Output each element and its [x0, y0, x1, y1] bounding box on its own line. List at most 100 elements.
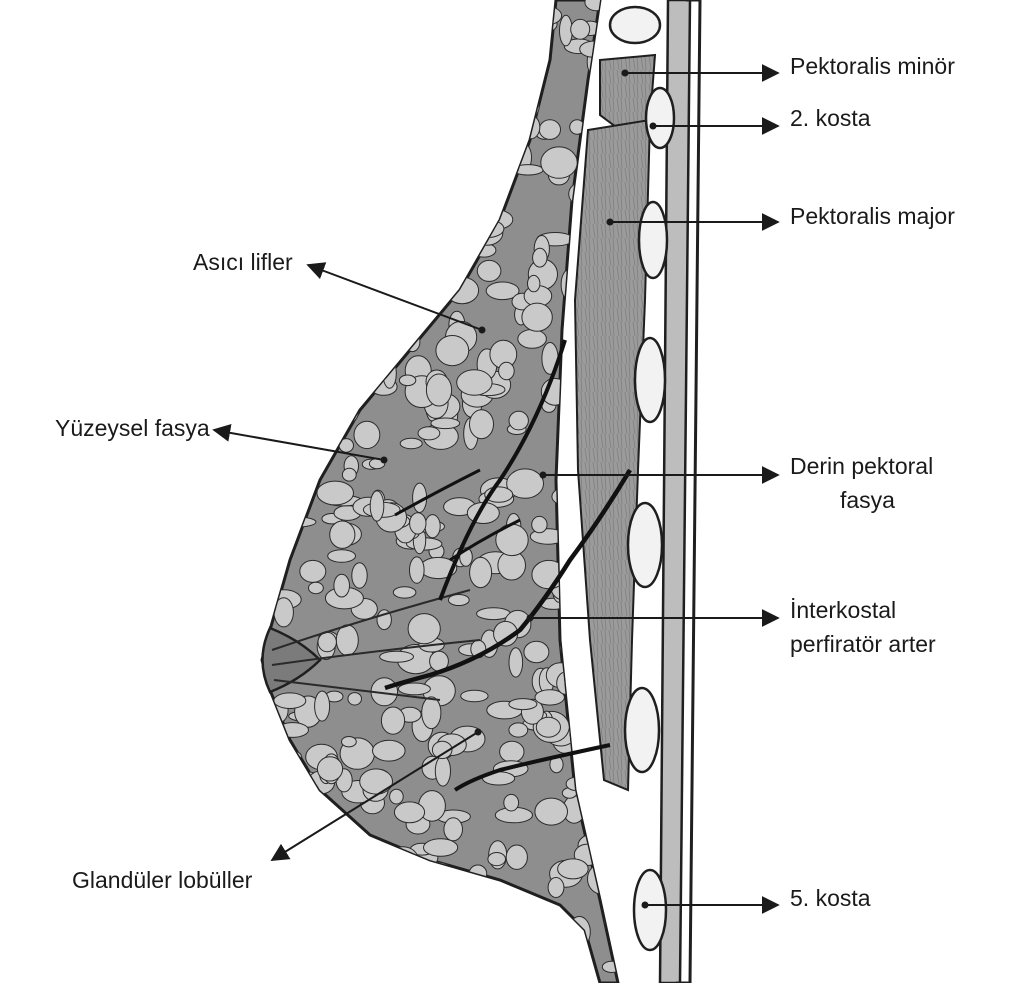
fat-lobule [491, 0, 510, 16]
fat-lobule [262, 298, 282, 311]
fat-lobule [460, 689, 489, 703]
fat-lobule [272, 189, 290, 205]
fat-lobule [603, 907, 618, 932]
fat-lobule [336, 866, 371, 879]
fat-lobule [499, 740, 525, 763]
fat-lobule [599, 870, 618, 886]
fat-lobule [469, 409, 494, 440]
fat-lobule [393, 801, 426, 824]
fat-lobule [423, 838, 459, 857]
fat-lobule [306, 895, 321, 917]
fat-lobule [307, 331, 345, 361]
fat-lobule [503, 793, 520, 812]
fat-lobule [359, 188, 373, 215]
fat-lobule [541, 959, 575, 976]
fat-lobule [472, 78, 497, 92]
fat-lobule [424, 0, 443, 24]
fat-lobule [399, 230, 423, 250]
fat-lobule [272, 46, 296, 69]
fat-lobule [291, 0, 325, 28]
fat-lobule [262, 392, 293, 418]
fat-lobule [299, 895, 337, 925]
fat-lobule [262, 473, 273, 485]
fat-lobule [400, 110, 421, 133]
fat-lobule [498, 361, 515, 381]
fat-lobule [276, 722, 309, 738]
fat-lobule [482, 943, 505, 962]
fat-lobule [523, 13, 547, 37]
fat-lobule [262, 322, 276, 346]
fat-lobule [443, 817, 464, 842]
fat-lobule [295, 278, 326, 306]
fat-lobule [313, 31, 329, 43]
fat-lobule [483, 67, 510, 84]
fat-lobule [280, 859, 296, 873]
fat-lobule [371, 13, 387, 41]
fat-lobule [396, 268, 410, 290]
fat-lobule [399, 882, 416, 904]
fat-lobule [508, 722, 529, 738]
fat-lobule [292, 312, 309, 333]
fat-lobule [439, 204, 456, 235]
fat-lobule [488, 144, 516, 167]
fat-lobule [262, 522, 287, 535]
fat-lobule [488, 0, 503, 16]
fat-lobule [262, 487, 273, 505]
fat-lobule [568, 583, 586, 612]
fat-lobule [329, 520, 356, 549]
fat-lobule [506, 92, 540, 121]
fat-lobule [262, 767, 295, 781]
fat-lobule [578, 732, 596, 749]
fat-lobule [445, 108, 474, 134]
fat-lobule [289, 890, 321, 924]
fat-lobule [282, 946, 315, 962]
fat-lobule [355, 882, 385, 903]
fat-lobule [396, 0, 425, 26]
fat-lobule [457, 120, 481, 137]
fat-lobule [286, 480, 311, 496]
fat-lobule [303, 153, 324, 176]
fat-lobule [482, 148, 517, 172]
fat-lobule [342, 926, 375, 945]
fat-lobule [310, 420, 330, 433]
fat-lobule [359, 975, 373, 983]
fat-lobule [338, 398, 360, 424]
fat-lobule [351, 562, 368, 589]
fat-lobule [369, 856, 403, 874]
fat-lobule [438, 108, 471, 127]
fat-lobule [262, 178, 280, 194]
lactiferous-ducts [271, 589, 481, 701]
fat-lobule [309, 960, 334, 978]
rib-cross-section [637, 200, 669, 280]
fat-lobule [333, 573, 351, 598]
fat-lobule [293, 883, 315, 914]
fat-lobule [345, 916, 363, 931]
fat-lobule [415, 215, 435, 237]
label-derin-pektoral-fasya-line2: fasya [840, 487, 895, 513]
fat-lobule [359, 768, 394, 795]
fat-lobule [597, 824, 614, 840]
fat-lobule [341, 467, 357, 482]
fat-lobule [359, 308, 397, 331]
fat-lobule [292, 180, 314, 194]
fat-lobule [290, 162, 325, 194]
fat-lobule [281, 132, 298, 151]
fat-lobule [508, 410, 529, 431]
fat-lobule [467, 909, 484, 940]
fat-lobule [437, 253, 464, 271]
fat-lobule [601, 960, 618, 974]
fat-lobule [405, 166, 441, 193]
label-2-kosta: 2. kosta [790, 105, 871, 131]
nipple [261, 626, 322, 694]
fat-lobule [407, 940, 443, 961]
fat-lobule [299, 200, 325, 215]
fat-lobule [318, 931, 338, 963]
rib-cross-section [623, 686, 661, 774]
fat-lobule [422, 123, 459, 140]
fat-lobule [340, 168, 376, 186]
fat-lobule [369, 490, 385, 522]
fat-lobule [389, 260, 418, 272]
fat-lobule [262, 466, 287, 482]
fat-lobule [410, 906, 441, 919]
